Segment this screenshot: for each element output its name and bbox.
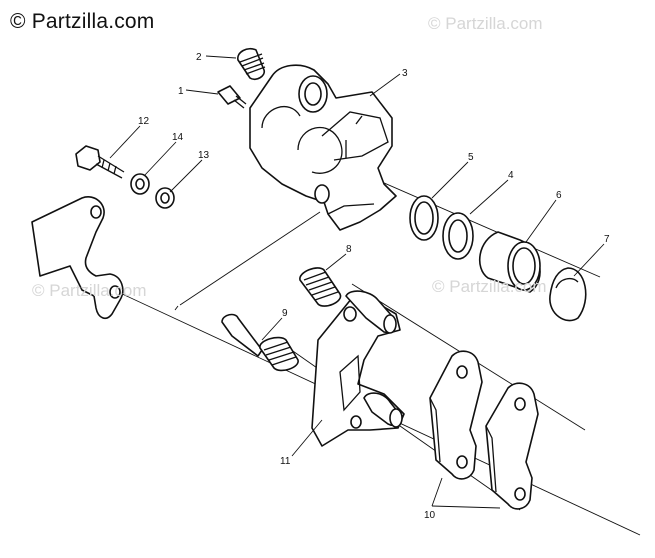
part-1-bleeder-screw [217, 85, 247, 109]
callout-7: 7 [604, 234, 610, 245]
callout-9: 9 [282, 308, 288, 319]
callout-1: 1 [178, 86, 184, 97]
callout-3: 3 [402, 68, 408, 79]
callout-2: 2 [196, 52, 202, 63]
part-12-bolt [75, 145, 125, 179]
part-8-bushing [299, 267, 342, 307]
part-2-bleeder-cap [237, 47, 266, 81]
watermark-middle-left: © Partzilla.com [32, 281, 147, 300]
callout-4: 4 [508, 170, 514, 181]
part-6-piston [479, 231, 541, 293]
part-14-lock-washer [130, 173, 150, 195]
part-11-bracket [311, 290, 405, 447]
part-10-brake-pads [429, 350, 539, 510]
callout-14: 14 [172, 132, 184, 143]
callout-12: 12 [138, 116, 150, 127]
callout-6: 6 [556, 190, 562, 201]
part-7-piston-cap [549, 267, 587, 322]
partzilla-copyright: © Partzilla.com [10, 10, 155, 33]
mounting-arm [31, 196, 124, 320]
watermark-middle-right: © Partzilla.com [432, 277, 547, 296]
callout-10: 10 [424, 510, 436, 521]
watermark-top-right: © Partzilla.com [428, 14, 543, 33]
leader-lines [109, 55, 605, 509]
callout-11: 11 [280, 456, 291, 467]
part-5-seal [409, 195, 439, 241]
callout-13: 13 [198, 150, 210, 161]
part-3-caliper-body [249, 64, 397, 231]
part-4-seal [442, 212, 474, 260]
part-13-washer [155, 187, 175, 209]
callout-5: 5 [468, 152, 474, 163]
part-9-slide-pin [221, 313, 299, 372]
callout-labels: 1 2 3 4 5 6 7 8 9 10 11 12 13 14 [138, 52, 610, 521]
callout-8: 8 [346, 244, 352, 255]
